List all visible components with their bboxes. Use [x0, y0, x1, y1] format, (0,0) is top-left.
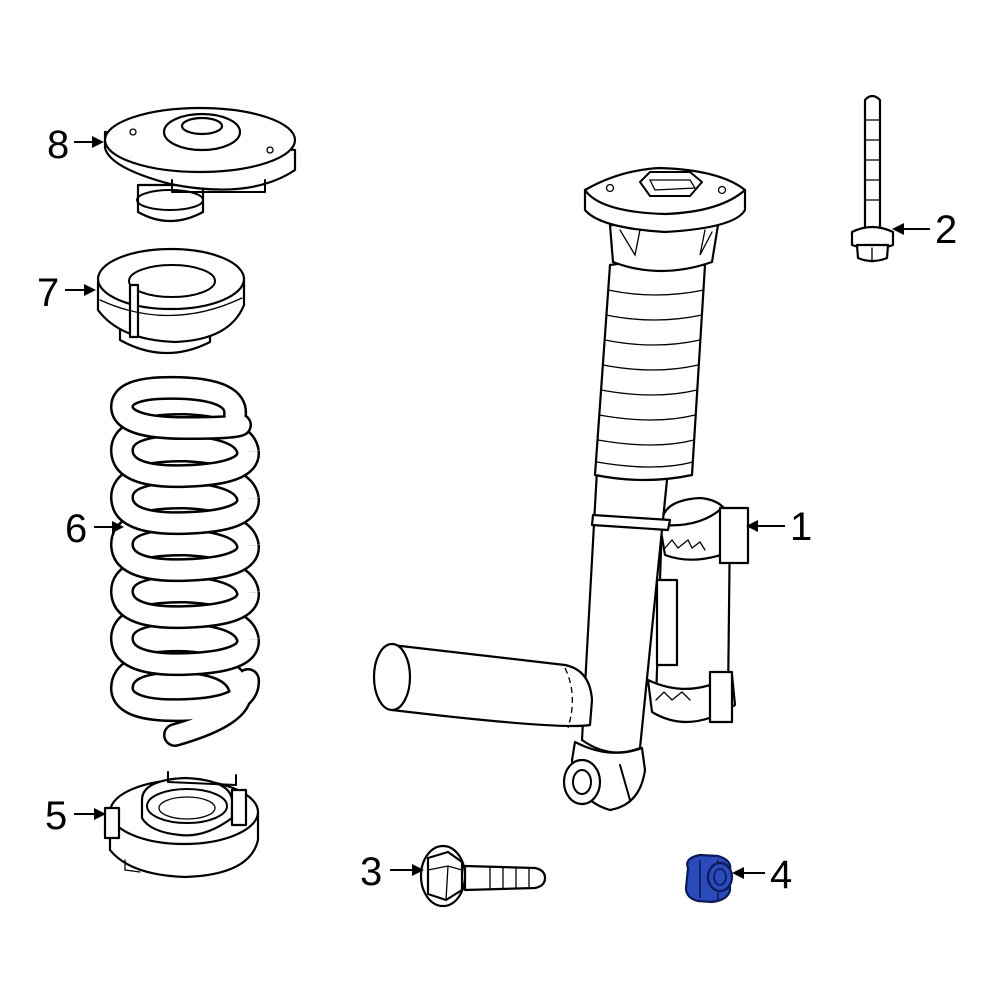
lower-spring-seat-icon: [103, 771, 260, 879]
flange-bolt-icon: [419, 844, 547, 908]
callout-number: 4: [770, 853, 792, 897]
callout-3: 3: [360, 850, 424, 894]
callout-1: 1: [746, 505, 812, 549]
callout-number: 1: [790, 505, 812, 549]
callout-number: 7: [37, 271, 59, 315]
shock-absorber-icon: [372, 166, 750, 812]
callout-number: 2: [935, 208, 957, 252]
callout-8: 8: [47, 123, 104, 167]
long-bolt-icon: [850, 94, 895, 263]
hex-nut-icon: [684, 853, 734, 904]
callout-2: 2: [892, 208, 957, 252]
callout-7: 7: [37, 271, 96, 315]
callout-number: 8: [47, 123, 69, 167]
coil-spring-icon: [110, 375, 260, 747]
callout-6: 6: [65, 507, 124, 551]
callout-5: 5: [45, 794, 106, 838]
strut-mount-icon: [103, 106, 297, 222]
upper-spring-seat-icon: [96, 247, 246, 355]
callout-number: 5: [45, 794, 67, 838]
callout-number: 3: [360, 850, 382, 894]
callout-number: 6: [65, 507, 87, 551]
callout-4: 4: [732, 853, 792, 897]
